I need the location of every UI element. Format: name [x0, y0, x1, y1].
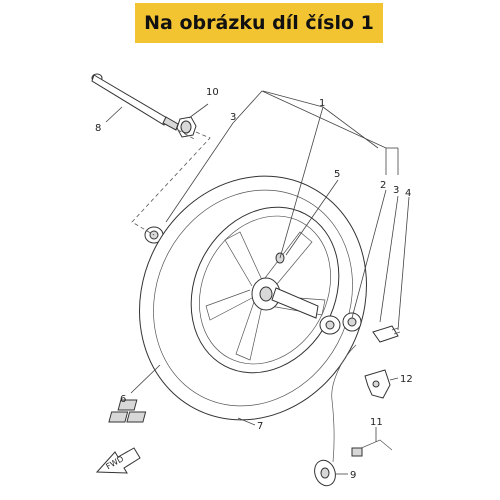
sensor-connector-part[interactable]: [331, 325, 401, 463]
forward-arrow-icon: FWD: [95, 447, 141, 474]
sensor-rotor-part[interactable]: [311, 457, 339, 488]
bracket-part[interactable]: [364, 369, 391, 399]
title-banner: Na obrázku díl číslo 1: [135, 3, 383, 43]
cable-tie-part[interactable]: [351, 439, 393, 457]
callout-4: 4: [405, 188, 411, 199]
callout-7: 7: [257, 421, 263, 432]
callout-12: 12: [400, 374, 413, 385]
callout-11: 11: [370, 417, 383, 428]
callout-5: 5: [334, 169, 340, 180]
callout-8: 8: [95, 123, 101, 134]
right-bearing-part[interactable]: [319, 315, 341, 335]
callout-3-right: 3: [393, 185, 399, 196]
right-oil-seal-part[interactable]: [342, 312, 362, 332]
callout-2: 2: [380, 180, 386, 191]
axle-part[interactable]: [91, 73, 181, 131]
callout-6: 6: [120, 394, 126, 405]
callout-10: 10: [206, 87, 219, 98]
wheel-assembly-part[interactable]: [97, 136, 409, 460]
callout-9: 9: [350, 470, 356, 481]
callout-3-left: 3: [230, 112, 236, 123]
callout-1: 1: [319, 98, 325, 109]
banner-text: Na obrázku díl číslo 1: [144, 12, 374, 34]
axle-nut-part[interactable]: [176, 116, 197, 138]
balance-weights-part[interactable]: [108, 399, 147, 423]
